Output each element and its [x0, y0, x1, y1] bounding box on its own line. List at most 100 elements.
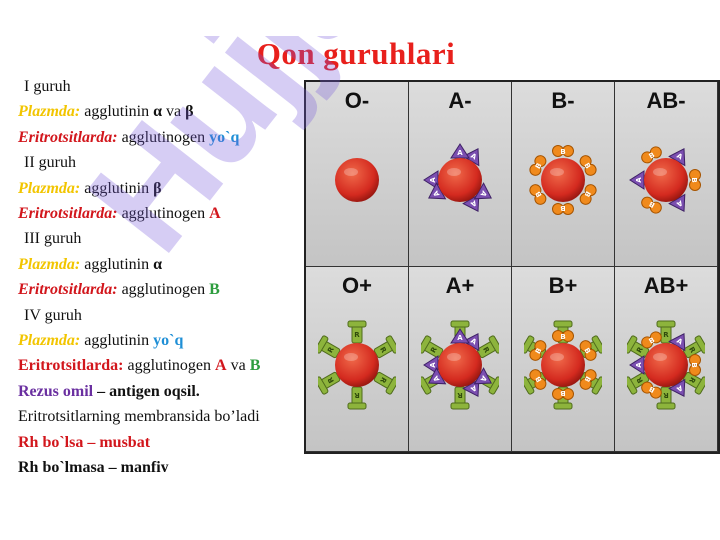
text-segment: yo`q: [153, 332, 184, 350]
antigen-b-marker: B: [689, 354, 701, 376]
text-segment: agglutinogen: [123, 357, 216, 375]
text-segment: III guruh: [24, 230, 82, 248]
text-line: Plazmda: agglutinin α: [18, 252, 308, 277]
antigen-b-marker: B: [579, 155, 597, 176]
svg-text:A: A: [429, 362, 437, 368]
text-segment: Rh bo`lsa – musbat: [18, 433, 151, 451]
text-segment: Eritrotsitlarda:: [18, 281, 118, 299]
text-line: Eritrotsitlarda: agglutinogen B: [18, 277, 308, 302]
rh-antigen-marker: R: [627, 371, 650, 395]
svg-text:B: B: [534, 347, 544, 356]
svg-text:R: R: [326, 345, 336, 354]
blood-type-label: A-: [448, 88, 472, 113]
svg-text:A: A: [469, 337, 478, 347]
red-blood-cell-icon: [335, 158, 379, 202]
blood-type-cell: B+RRRRRRBBBBBB: [512, 267, 615, 452]
svg-text:B: B: [534, 375, 544, 384]
svg-text:B: B: [560, 204, 565, 212]
svg-text:A: A: [457, 149, 463, 157]
erythrocyte-body: [644, 158, 688, 202]
antigen-b-marker: B: [689, 169, 701, 191]
erythrocyte-body: [541, 343, 585, 387]
erythrocyte-body: [438, 343, 482, 387]
svg-text:A: A: [432, 374, 442, 383]
text-line: Eritrotsitlarda: agglutinogen A va B: [18, 353, 308, 378]
red-blood-cell-icon: RRRRRRBBBBBB: [524, 320, 602, 410]
svg-text:A: A: [635, 177, 643, 183]
red-blood-cell-icon: RRRRRRAAAAAA: [421, 320, 499, 410]
antigen-b-marker: B: [552, 203, 574, 215]
blood-type-label: AB+: [643, 273, 689, 298]
svg-text:B: B: [534, 162, 544, 171]
antigen-b-marker: B: [529, 184, 547, 205]
svg-text:A: A: [478, 374, 488, 383]
erythrocyte-body: [644, 343, 688, 387]
rh-antigen-marker: R: [318, 335, 341, 359]
text-line: Eritrotsitlarda: agglutinogen A: [18, 201, 308, 226]
svg-text:A: A: [469, 152, 478, 162]
text-segment: α: [153, 255, 163, 273]
antigen-b-marker: B: [552, 330, 574, 342]
svg-text:A: A: [457, 334, 463, 342]
svg-text:A: A: [429, 177, 437, 183]
svg-text:B: B: [560, 148, 565, 156]
antigen-a-marker: A: [450, 328, 470, 344]
blood-type-label: B+: [548, 273, 578, 298]
text-segment: – antigen oqsil.: [93, 382, 200, 400]
text-segment: A: [215, 357, 227, 375]
svg-text:R: R: [687, 346, 697, 355]
slide-title: Qon guruhlari: [256, 36, 456, 71]
text-segment: IV guruh: [24, 306, 82, 324]
antigen-b-marker: B: [529, 155, 547, 176]
text-segment: α: [153, 103, 163, 121]
rh-antigen-marker: R: [682, 371, 705, 395]
blood-type-label: AB-: [646, 88, 686, 113]
svg-text:R: R: [326, 375, 336, 384]
svg-text:R: R: [687, 376, 697, 385]
svg-text:B: B: [560, 333, 565, 341]
svg-text:B: B: [648, 151, 657, 161]
rh-antigen-marker: R: [373, 371, 396, 395]
antigen-b-marker: B: [641, 331, 662, 349]
erythrocyte-body: [541, 158, 585, 202]
text-segment: Rezus omil: [18, 382, 94, 400]
antigen-b-marker: B: [579, 340, 597, 361]
antigen-a-marker: A: [629, 355, 645, 375]
rh-antigen-marker: R: [656, 320, 676, 344]
erythrocyte-body: [335, 158, 379, 202]
text-segment: Eritrotsitlarda:: [18, 357, 124, 375]
text-segment: I guruh: [24, 78, 71, 95]
text-line: Rezus omil – antigen oqsil.: [18, 379, 308, 404]
text-line: Eritrotsitlarda: agglutinogen yo`q: [18, 125, 308, 150]
antigen-b-marker: B: [641, 381, 662, 399]
text-segment: Plazmda:: [18, 103, 81, 121]
svg-text:R: R: [354, 391, 360, 399]
text-segment: II guruh: [24, 154, 76, 172]
svg-text:A: A: [675, 152, 684, 162]
erythrocyte-body: [335, 343, 379, 387]
text-segment: agglutinin: [80, 255, 154, 273]
text-line: Rh bo`lmasa – manfiy: [18, 455, 308, 472]
group-heading: III guruh: [18, 226, 308, 251]
rh-antigen-marker: R: [347, 386, 367, 410]
svg-text:B: B: [690, 177, 698, 182]
svg-text:A: A: [469, 384, 478, 394]
svg-text:B: B: [648, 199, 657, 209]
svg-text:B: B: [582, 347, 592, 356]
svg-text:A: A: [675, 384, 684, 394]
text-line: Plazmda: agglutinin β: [18, 176, 308, 201]
blood-type-label: B-: [551, 88, 575, 113]
blood-type-label: O-: [344, 88, 370, 113]
text-line: Plazmda: agglutinin α va β: [18, 99, 308, 124]
antigen-a-marker: A: [629, 170, 645, 190]
text-segment: agglutinin: [80, 332, 154, 350]
